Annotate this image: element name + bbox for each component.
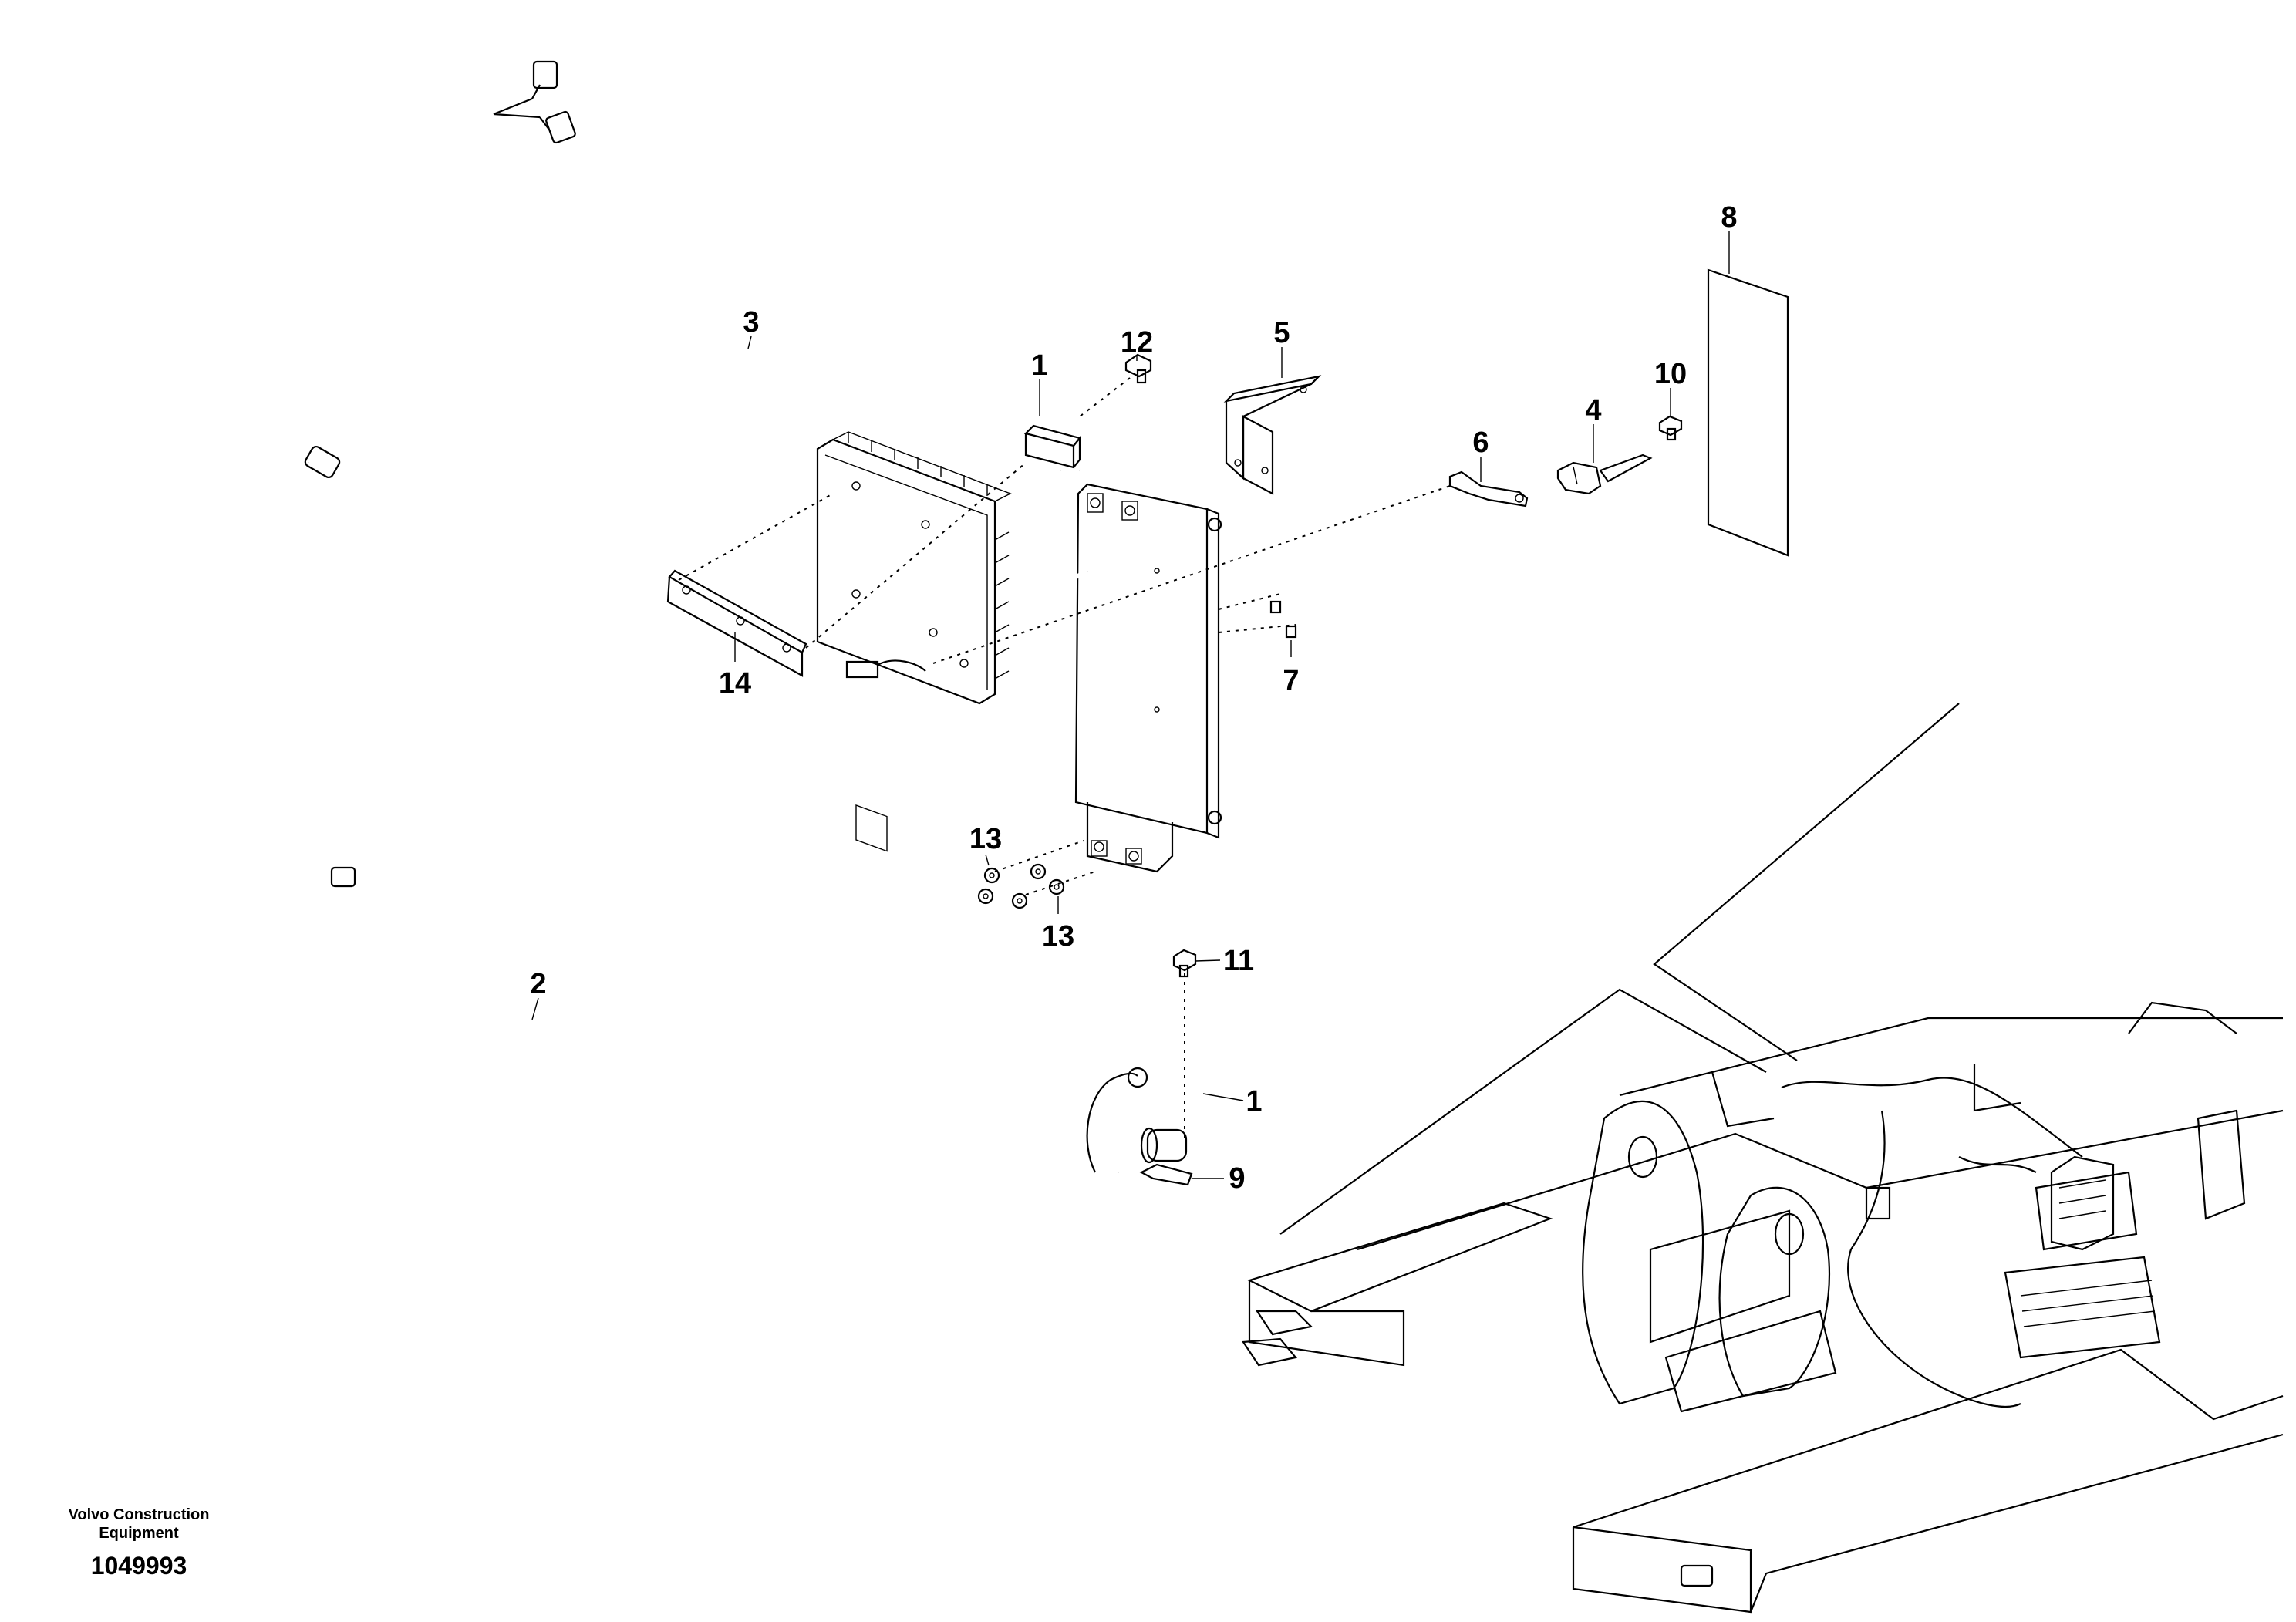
brand-name-line1: Volvo Construction bbox=[68, 1506, 210, 1523]
clip-9 bbox=[1139, 1163, 1193, 1186]
connector-2-mid bbox=[330, 866, 356, 888]
bolt-10 bbox=[1658, 415, 1683, 441]
callout-14: 14 bbox=[719, 667, 751, 700]
callout-12: 12 bbox=[1121, 326, 1153, 359]
bolt-11 bbox=[1172, 949, 1197, 978]
callout-10: 10 bbox=[1654, 358, 1687, 390]
inset-pointer bbox=[1279, 703, 1960, 1235]
callout-3: 3 bbox=[743, 306, 759, 339]
leader-lines bbox=[531, 231, 1730, 1179]
callout-5: 5 bbox=[1273, 317, 1290, 349]
washers-13 bbox=[977, 863, 1065, 909]
connector-2-top bbox=[304, 445, 341, 479]
callout-1-top: 1 bbox=[1031, 349, 1047, 382]
callout-4: 4 bbox=[1585, 394, 1601, 427]
callout-6: 6 bbox=[1472, 427, 1489, 459]
machine-overview-inset bbox=[1242, 1001, 2284, 1614]
harness-1-lower bbox=[1107, 862, 1216, 1164]
ecu-unit bbox=[816, 431, 1012, 852]
bolt-12 bbox=[1124, 353, 1152, 384]
callout-9: 9 bbox=[1229, 1162, 1245, 1195]
relay-1 bbox=[1022, 424, 1089, 583]
callout-1-lower: 1 bbox=[1246, 1085, 1262, 1118]
callout-11: 11 bbox=[1223, 945, 1254, 977]
connector-2-branch bbox=[1127, 1067, 1148, 1088]
connector-3a bbox=[532, 60, 558, 89]
drawing-number: 1049993 bbox=[90, 1552, 187, 1580]
clamp-4 bbox=[1556, 454, 1653, 495]
brand-name-line2: Equipment bbox=[99, 1525, 179, 1542]
callout-13-left: 13 bbox=[969, 823, 1002, 855]
clip-6 bbox=[1448, 470, 1529, 508]
callout-8: 8 bbox=[1721, 201, 1737, 234]
label-8 bbox=[1707, 268, 1789, 557]
callout-13-right: 13 bbox=[1042, 920, 1074, 953]
connector-3b bbox=[545, 110, 576, 144]
nut-7 bbox=[1269, 600, 1297, 639]
bracket-14 bbox=[666, 569, 807, 677]
mounting-plate bbox=[1074, 483, 1222, 873]
callouts: 1 12 5 6 4 8 10 3 7 14 13 13 11 2 1 9 bbox=[530, 201, 1737, 1195]
harness-3 bbox=[86, 60, 1081, 474]
callout-7: 7 bbox=[1283, 665, 1299, 697]
bracket-5 bbox=[1223, 375, 1322, 495]
grommet bbox=[1146, 1128, 1188, 1162]
harness-2 bbox=[302, 445, 1148, 1246]
callout-2: 2 bbox=[530, 968, 546, 1000]
assembly-lines bbox=[678, 377, 1451, 1141]
